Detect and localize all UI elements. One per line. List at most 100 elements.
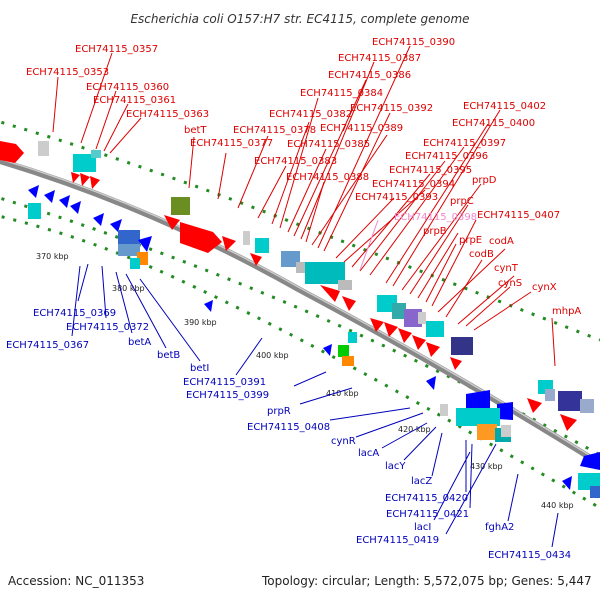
forward-gene-block (38, 141, 49, 156)
reverse-gene-block (440, 404, 448, 416)
forward-gene-arrow (384, 322, 398, 337)
gene-label-ech74115-0420[interactable]: ECH74115_0420 (385, 493, 468, 504)
forward-gene-arrow (370, 318, 384, 332)
reverse-gene-block (118, 230, 140, 244)
forward-gene-block (296, 262, 306, 273)
gene-label-ech74115-0434[interactable]: ECH74115_0434 (488, 550, 571, 561)
reverse-strand-features (28, 185, 600, 498)
gene-label-ech74115-0396[interactable]: ECH74115_0396 (405, 151, 488, 162)
gene-label-ech74115-0382[interactable]: ECH74115_0382 (269, 109, 352, 120)
forward-gene-block (73, 154, 96, 172)
gene-label-ech74115-0400[interactable]: ECH74115_0400 (452, 118, 535, 129)
gene-label-betT[interactable]: betT (184, 125, 207, 136)
gene-label-ech74115-0385[interactable]: ECH74115_0385 (287, 139, 370, 150)
reverse-gene-arrow (497, 402, 513, 420)
forward-gene-arrow (398, 328, 412, 343)
gene-label-ech74115-0377[interactable]: ECH74115_0377 (190, 138, 273, 149)
gene-label-ech74115-0353[interactable]: ECH74115_0353 (26, 67, 109, 78)
gene-label-ech74115-0408[interactable]: ECH74115_0408 (247, 422, 330, 433)
gene-label-ech74115-0357[interactable]: ECH74115_0357 (75, 44, 158, 55)
kbp-tick-label: 390 kbp (184, 318, 217, 327)
forward-gene-block (392, 303, 406, 319)
gene-label-ech74115-0378[interactable]: ECH74115_0378 (233, 125, 316, 136)
gene-label-ech74115-0367[interactable]: ECH74115_0367 (6, 340, 89, 351)
gene-label-ech74115-0391[interactable]: ECH74115_0391 (183, 377, 266, 388)
gene-label-lacY[interactable]: lacY (385, 461, 406, 472)
gene-label-cynR[interactable]: cynR (331, 436, 356, 447)
gene-label-ech74115-0398[interactable]: ECH74115_0398 (394, 212, 477, 223)
forward-gene-arrow (412, 335, 426, 350)
forward-gene-block (171, 197, 190, 215)
gene-label-cynT[interactable]: cynT (494, 263, 519, 274)
forward-gene-block (580, 399, 594, 413)
forward-connector-highlight (359, 219, 379, 271)
gene-label-prpB[interactable]: prpB (423, 226, 447, 237)
gene-label-codA[interactable]: codA (489, 236, 514, 247)
gene-label-ech74115-0361[interactable]: ECH74115_0361 (93, 95, 176, 106)
gene-label-ech74115-0383[interactable]: ECH74115_0383 (254, 156, 337, 167)
reverse-gene-arrow (204, 300, 213, 312)
gene-label-ech74115-0387[interactable]: ECH74115_0387 (338, 53, 421, 64)
gene-label-ech74115-0407[interactable]: ECH74115_0407 (477, 210, 560, 221)
reverse-gene-arrow (580, 452, 600, 470)
gene-label-ech74115-0419[interactable]: ECH74115_0419 (356, 535, 439, 546)
reverse-labels: ECH74115_0369 ECH74115_0372 ECH74115_036… (6, 308, 571, 561)
reverse-gene-arrow (110, 219, 122, 232)
gene-label-ech74115-0399[interactable]: ECH74115_0399 (186, 390, 269, 401)
forward-gene-block (91, 150, 101, 158)
forward-gene-arrow (0, 141, 24, 163)
gene-label-codB[interactable]: codB (469, 249, 494, 260)
gene-label-prpR[interactable]: prpR (267, 406, 291, 417)
reverse-gene-arrow (44, 190, 55, 203)
reverse-gene-block (477, 424, 497, 440)
reverse-gene-arrow (138, 236, 152, 252)
gene-label-ech74115-0390[interactable]: ECH74115_0390 (372, 37, 455, 48)
forward-gene-block (404, 309, 422, 327)
gene-label-lacZ[interactable]: lacZ (411, 476, 432, 487)
gene-label-betA[interactable]: betA (128, 337, 151, 348)
gene-label-ech74115-0392[interactable]: ECH74115_0392 (350, 103, 433, 114)
gene-label-ech74115-0389[interactable]: ECH74115_0389 (320, 123, 403, 134)
gene-label-ech74115-0360[interactable]: ECH74115_0360 (86, 82, 169, 93)
forward-gene-arrow (222, 236, 236, 251)
gene-label-ech74115-0384[interactable]: ECH74115_0384 (300, 88, 383, 99)
gene-label-ech74115-0388[interactable]: ECH74115_0388 (286, 172, 369, 183)
gene-label-betI[interactable]: betI (190, 363, 209, 374)
forward-gene-block (243, 231, 250, 245)
gene-label-cynX[interactable]: cynX (532, 282, 557, 293)
gene-label-betB[interactable]: betB (157, 350, 180, 361)
reverse-connectors (71, 263, 559, 548)
reverse-gene-arrow (93, 213, 104, 226)
accession-text: Accession: NC_011353 (8, 574, 145, 588)
forward-gene-block (255, 238, 269, 253)
forward-gene-arrow (342, 296, 356, 311)
gene-label-ech74115-0394[interactable]: ECH74115_0394 (372, 179, 455, 190)
reverse-gene-block (338, 345, 349, 357)
forward-connectors (52, 45, 556, 367)
gene-label-mhpA[interactable]: mhpA (552, 306, 581, 317)
gene-label-ech74115-0402[interactable]: ECH74115_0402 (463, 101, 546, 112)
gene-label-fghA2[interactable]: fghA2 (485, 522, 514, 533)
gene-label-ech74115-0363[interactable]: ECH74115_0363 (126, 109, 209, 120)
gene-label-lacI[interactable]: lacI (414, 522, 431, 533)
gene-label-ech74115-0421[interactable]: ECH74115_0421 (386, 509, 469, 520)
gene-label-cynS[interactable]: cynS (498, 278, 522, 289)
kbp-tick-label: 440 kbp (541, 501, 574, 510)
forward-gene-block (338, 280, 352, 290)
reverse-gene-arrow (466, 390, 490, 411)
kbp-tick-label: 400 kbp (256, 351, 289, 360)
gene-label-ech74115-0372[interactable]: ECH74115_0372 (66, 322, 149, 333)
forward-gene-block (451, 337, 473, 355)
gene-label-lacA[interactable]: lacA (358, 448, 379, 459)
reverse-gene-block (28, 203, 41, 219)
gene-label-ech74115-0393[interactable]: ECH74115_0393 (355, 192, 438, 203)
gene-label-prpD[interactable]: prpD (472, 175, 497, 186)
gene-label-ech74115-0386[interactable]: ECH74115_0386 (328, 70, 411, 81)
gene-label-ech74115-0395[interactable]: ECH74115_0395 (389, 165, 472, 176)
gene-label-ech74115-0397[interactable]: ECH74115_0397 (423, 138, 506, 149)
gene-label-prpC[interactable]: prpC (450, 196, 474, 207)
gene-label-ech74115-0369[interactable]: ECH74115_0369 (33, 308, 116, 319)
kbp-tick-label: 410 kbp (326, 389, 359, 398)
gene-label-prpE[interactable]: prpE (459, 235, 482, 246)
